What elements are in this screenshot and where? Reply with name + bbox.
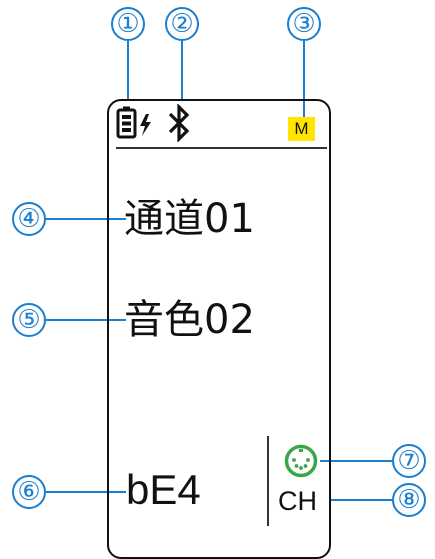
bottom-divider: [267, 436, 269, 526]
callout-5: ⑤: [12, 303, 46, 337]
leader-line-1: [127, 41, 129, 101]
callout-7: ⑦: [392, 444, 426, 478]
channel-label: 通道01: [124, 196, 255, 242]
leader-line-3: [303, 41, 305, 117]
leader-line-7: [320, 460, 392, 462]
note-readout: bE4: [126, 466, 201, 513]
leader-line-2: [181, 41, 183, 101]
callout-4: ④: [12, 202, 46, 236]
callout-6: ⑥: [12, 475, 46, 509]
battery-charging-icon: [116, 106, 151, 139]
callout-1: ①: [111, 7, 145, 41]
leader-line-6: [46, 491, 126, 493]
callout-3: ③: [287, 7, 321, 41]
status-bar-divider: [116, 147, 327, 149]
leader-line-5: [46, 319, 126, 321]
callout-8: ⑧: [392, 483, 426, 517]
channel-abbrev-label: CH: [278, 486, 317, 516]
timbre-label: 音色02: [124, 297, 255, 343]
midi-din-icon: [284, 444, 318, 478]
callout-2: ②: [165, 7, 199, 41]
leader-line-4: [46, 218, 126, 220]
leader-line-8: [330, 499, 392, 501]
mode-badge: M: [288, 117, 315, 141]
bluetooth-icon: [168, 104, 190, 142]
